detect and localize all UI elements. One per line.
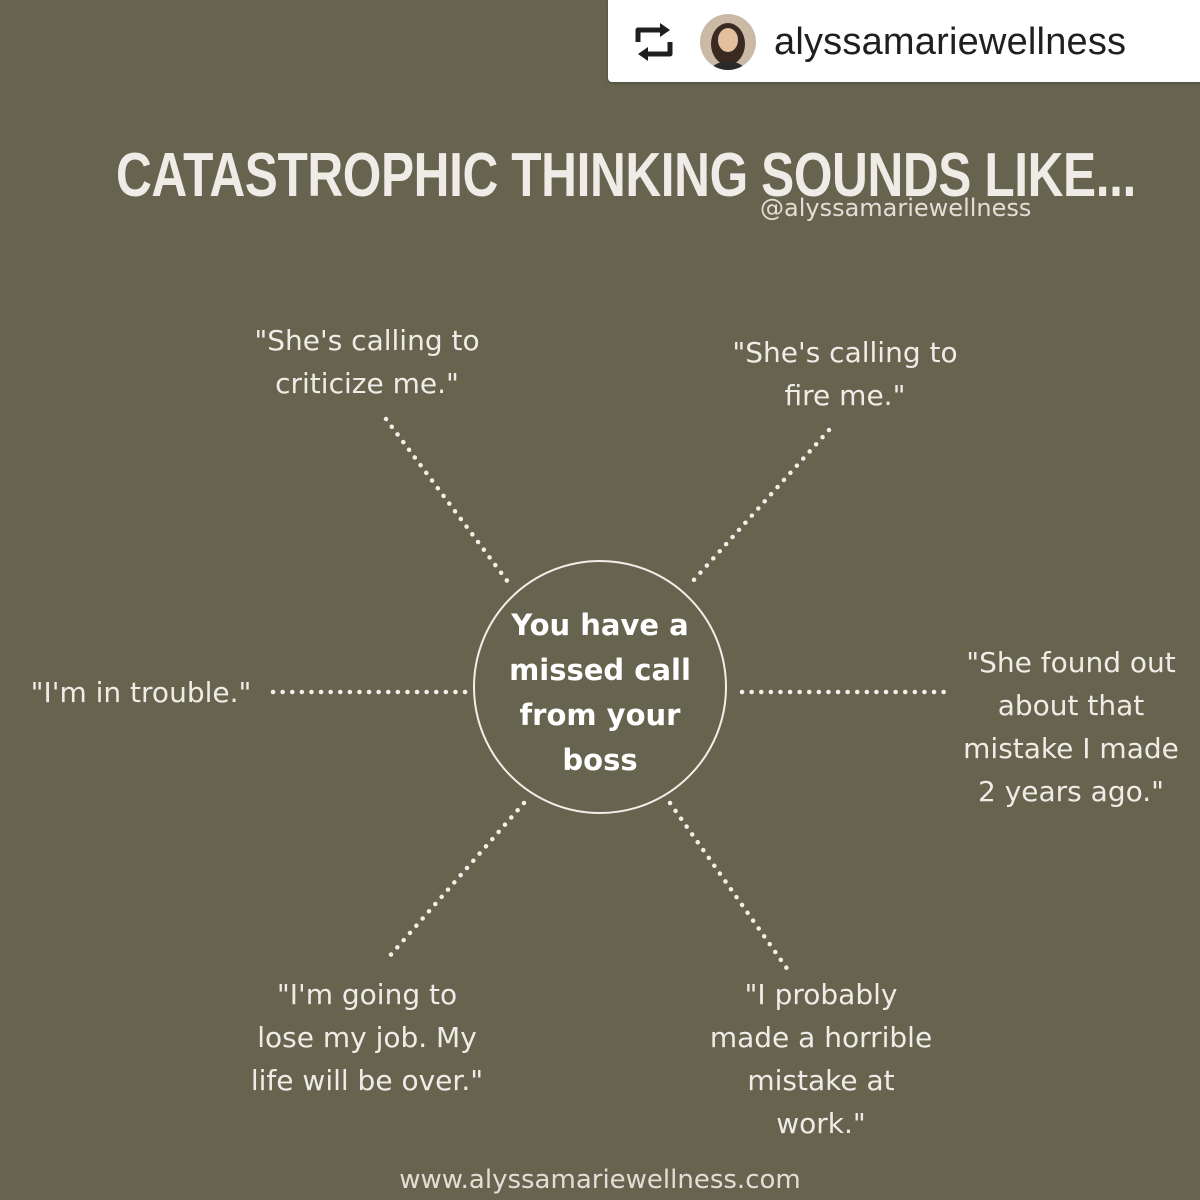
thought-criticize: "She's calling to criticize me." — [254, 324, 480, 400]
thought-horrible-mistake: "I probably made a horrible mistake at w… — [709, 978, 933, 1140]
connector-bottom-right — [667, 800, 791, 973]
center-statement: You have a missed call from your boss — [509, 608, 691, 777]
thought-lose-job: "I'm going to lose my job. My life will … — [250, 978, 484, 1097]
repost-arrows-icon — [635, 23, 673, 61]
thought-trouble: "I'm in trouble." — [30, 676, 252, 709]
avatar — [700, 14, 756, 70]
connector-bottom-left — [385, 800, 527, 961]
connector-top-right — [689, 427, 832, 585]
connector-top-left — [383, 416, 511, 585]
center-circle — [473, 560, 727, 814]
footer-website: www.alyssamariewellness.com — [399, 1165, 801, 1195]
page-title: CATASTROPHIC THINKING SOUNDS LIKE... — [116, 141, 1136, 210]
repost-username[interactable]: alyssamariewellness — [774, 21, 1127, 63]
thought-old-mistake: "She found out about that mistake I made… — [963, 646, 1179, 808]
thought-fire: "She's calling to fire me." — [732, 336, 958, 412]
repost-badge: alyssamariewellness — [608, 0, 1200, 82]
author-handle: @alyssamariewellness — [760, 194, 1032, 222]
